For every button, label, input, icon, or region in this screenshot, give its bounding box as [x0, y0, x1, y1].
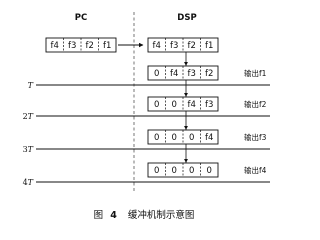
- dsp-buffer-0-cell: f4: [153, 41, 161, 51]
- output-label-1: 输出f1: [244, 68, 267, 78]
- caption-text: 缓冲机制示意图: [128, 209, 195, 221]
- time-label-symbol: T: [28, 112, 34, 121]
- time-label-symbol: T: [28, 145, 34, 154]
- time-label-1: 2T: [23, 112, 34, 121]
- dsp-buffer-4: 0 0 0 0: [147, 162, 219, 178]
- arrows-layer: [118, 42, 188, 163]
- pc-buffer-cell: f4: [51, 41, 59, 51]
- dsp-buffer-3-cell: 0: [172, 133, 177, 143]
- dsp-buffer-0: f4 f3 f2 f1: [147, 37, 219, 53]
- time-label-2: 3T: [23, 145, 34, 154]
- time-label-symbol: T: [28, 81, 34, 90]
- time-label-prefix: 2: [23, 112, 28, 121]
- figure-caption: 图 4 缓冲机制示意图: [94, 209, 195, 221]
- dsp-buffer-2-cell: 0: [172, 100, 177, 110]
- caption-number: 4: [110, 210, 117, 221]
- dsp-buffer-3: 0 0 0 f4: [147, 129, 219, 145]
- pc-buffer-cell: f1: [103, 41, 111, 51]
- dsp-buffer-4-cell: 0: [172, 166, 177, 176]
- dsp-buffer-2-cell: f3: [205, 100, 213, 110]
- dsp-buffer-0-cell: f2: [188, 41, 196, 51]
- pc-header: PC: [75, 13, 87, 23]
- dsp-buffer-1: 0 f4 f3 f2: [147, 65, 219, 81]
- pc-buffer: f4 f3 f2 f1: [45, 37, 117, 53]
- dsp-buffer-1-cell: f3: [188, 69, 196, 79]
- dsp-header: DSP: [177, 13, 196, 23]
- output-label-4: 输出f4: [244, 165, 267, 175]
- dsp-buffer-2: 0 0 f4 f3: [147, 96, 219, 112]
- dsp-buffer-2-cell: f4: [188, 100, 196, 110]
- caption-figure: 图: [94, 210, 104, 221]
- dsp-buffer-0-cell: f3: [170, 41, 178, 51]
- time-label-prefix: 4: [23, 178, 28, 187]
- dsp-buffer-4-cell: 0: [189, 166, 194, 176]
- pc-buffer-cell: f3: [68, 41, 76, 51]
- time-label-0: T: [28, 81, 34, 90]
- dsp-buffer-4-cell: 0: [207, 166, 212, 176]
- time-label-3: 4T: [23, 178, 34, 187]
- output-label-3: 输出f3: [244, 132, 267, 142]
- dsp-buffer-4-cell: 0: [154, 166, 159, 176]
- diagram-canvas: PC DSP f4 f3 f2 f1 f4 f3 f2 f1 0 f4 f3 f2 输出f1 0 0 f4 f3…: [23, 12, 270, 221]
- dsp-buffer-1-cell: f4: [170, 69, 178, 79]
- pc-buffer-cell: f2: [86, 41, 94, 51]
- dsp-buffer-0-cell: f1: [205, 41, 213, 51]
- dsp-buffer-3-cell: f4: [205, 133, 213, 143]
- dsp-buffer-1-cell: f2: [205, 69, 213, 79]
- time-label-symbol: T: [28, 178, 34, 187]
- time-label-prefix: 3: [23, 145, 28, 154]
- dsp-buffer-3-cell: 0: [154, 133, 159, 143]
- dsp-buffer-1-cell: 0: [154, 69, 159, 79]
- dsp-buffer-2-cell: 0: [154, 100, 159, 110]
- output-label-2: 输出f2: [244, 99, 267, 109]
- buffer-mechanism-diagram: PC DSP f4 f3 f2 f1 f4 f3 f2 f1 0 f4 f3 f2 输出f1 0 0 f4 f3…: [23, 12, 270, 221]
- dsp-buffer-3-cell: 0: [189, 133, 194, 143]
